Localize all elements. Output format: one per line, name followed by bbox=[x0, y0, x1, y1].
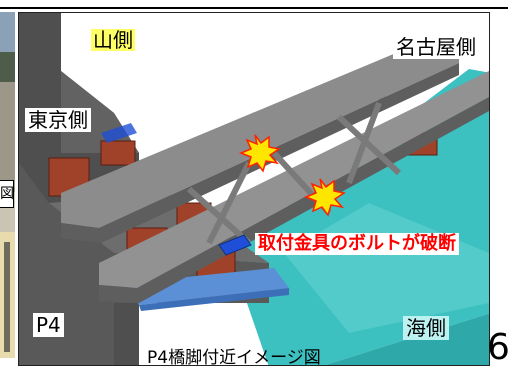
label-mountain-side: 山側 bbox=[91, 28, 135, 52]
fracture-burst-lower bbox=[303, 178, 346, 217]
top-border bbox=[0, 0, 508, 9]
bridge-illustration-panel: 山側 名古屋側 東京側 取付金具のボルトが破断 P4 海側 P4橋脚付近イメージ… bbox=[18, 12, 490, 366]
fracture-burst-upper bbox=[238, 134, 281, 173]
label-pier-p4: P4 bbox=[33, 313, 64, 337]
page-number: 6 bbox=[487, 327, 508, 368]
bridge-pier-illustration bbox=[19, 13, 489, 365]
figure-caption: P4橋脚付近イメージ図 bbox=[147, 348, 321, 366]
label-bolt-fracture: 取付金具のボルトが破断 bbox=[255, 233, 459, 255]
label-tokyo-side: 東京側 bbox=[25, 108, 91, 132]
left-figure-tag: 図 bbox=[0, 180, 14, 208]
label-sea-side: 海側 bbox=[403, 316, 449, 340]
label-nagoya-side: 名古屋側 bbox=[393, 35, 479, 59]
